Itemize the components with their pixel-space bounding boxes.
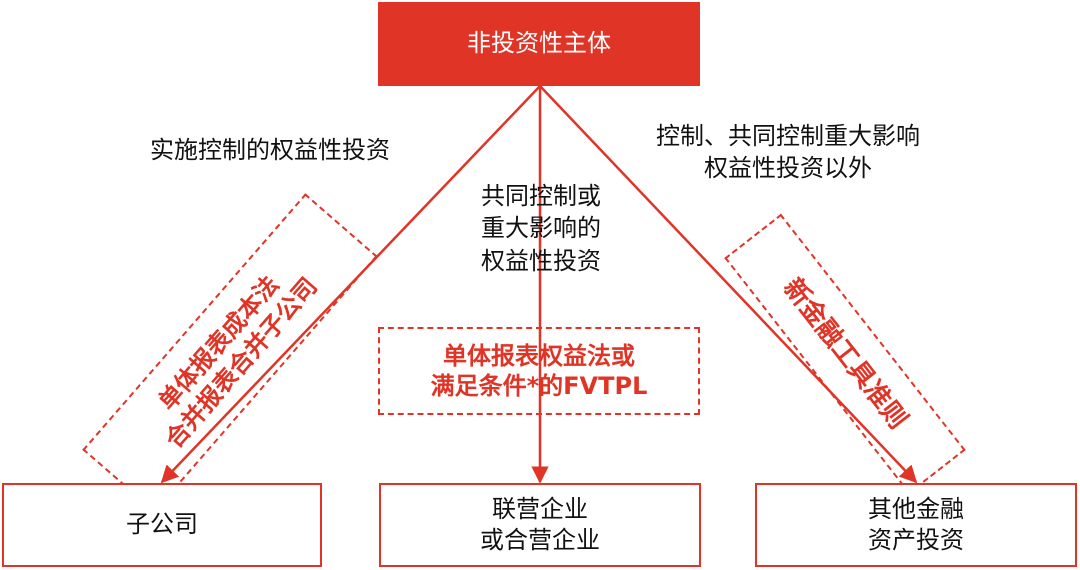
top-title: 非投资性主体	[467, 29, 611, 58]
other-financial-line-2: 资产投资	[868, 526, 964, 554]
method-box-equity-fvtpl: 单体报表权益法或 满足条件*的FVTPL	[378, 327, 700, 415]
arrow-to-other-financial	[539, 85, 918, 484]
edge-label-other-line-1: 控制、共同控制重大影响	[656, 122, 920, 150]
edge-label-other-line-2: 权益性投资以外	[704, 154, 872, 183]
edge-label-joint-line-2: 重大影响的	[481, 214, 601, 243]
associate-line-2: 或合营企业	[480, 526, 600, 554]
subsidiary-box: 子公司	[2, 483, 322, 567]
associate-line-1: 联营企业	[492, 494, 588, 523]
associate-jv-box: 联营企业 或合营企业	[379, 483, 701, 567]
method-mid-line-2: 满足条件*的FVTPL	[430, 372, 648, 400]
edge-label-joint-line-3: 权益性投资	[481, 246, 601, 275]
edge-label-control-text: 实施控制的权益性投资	[150, 136, 390, 164]
edge-label-joint-control: 共同控制或 重大影响的 权益性投资	[462, 180, 620, 277]
other-financial-line-1: 其他金融	[868, 494, 964, 523]
subsidiary-label: 子公司	[126, 510, 198, 539]
edge-label-control: 实施控制的权益性投资	[150, 134, 390, 166]
edge-label-other: 控制、共同控制重大影响 权益性投资以外	[608, 120, 968, 185]
other-financial-asset-box: 其他金融 资产投资	[755, 483, 1077, 567]
edge-label-joint-line-1: 共同控制或	[481, 182, 601, 210]
non-investment-entity-box: 非投资性主体	[378, 2, 700, 86]
method-mid-line-1: 单体报表权益法或	[443, 342, 635, 370]
arrow-to-subsidiary	[160, 85, 541, 484]
